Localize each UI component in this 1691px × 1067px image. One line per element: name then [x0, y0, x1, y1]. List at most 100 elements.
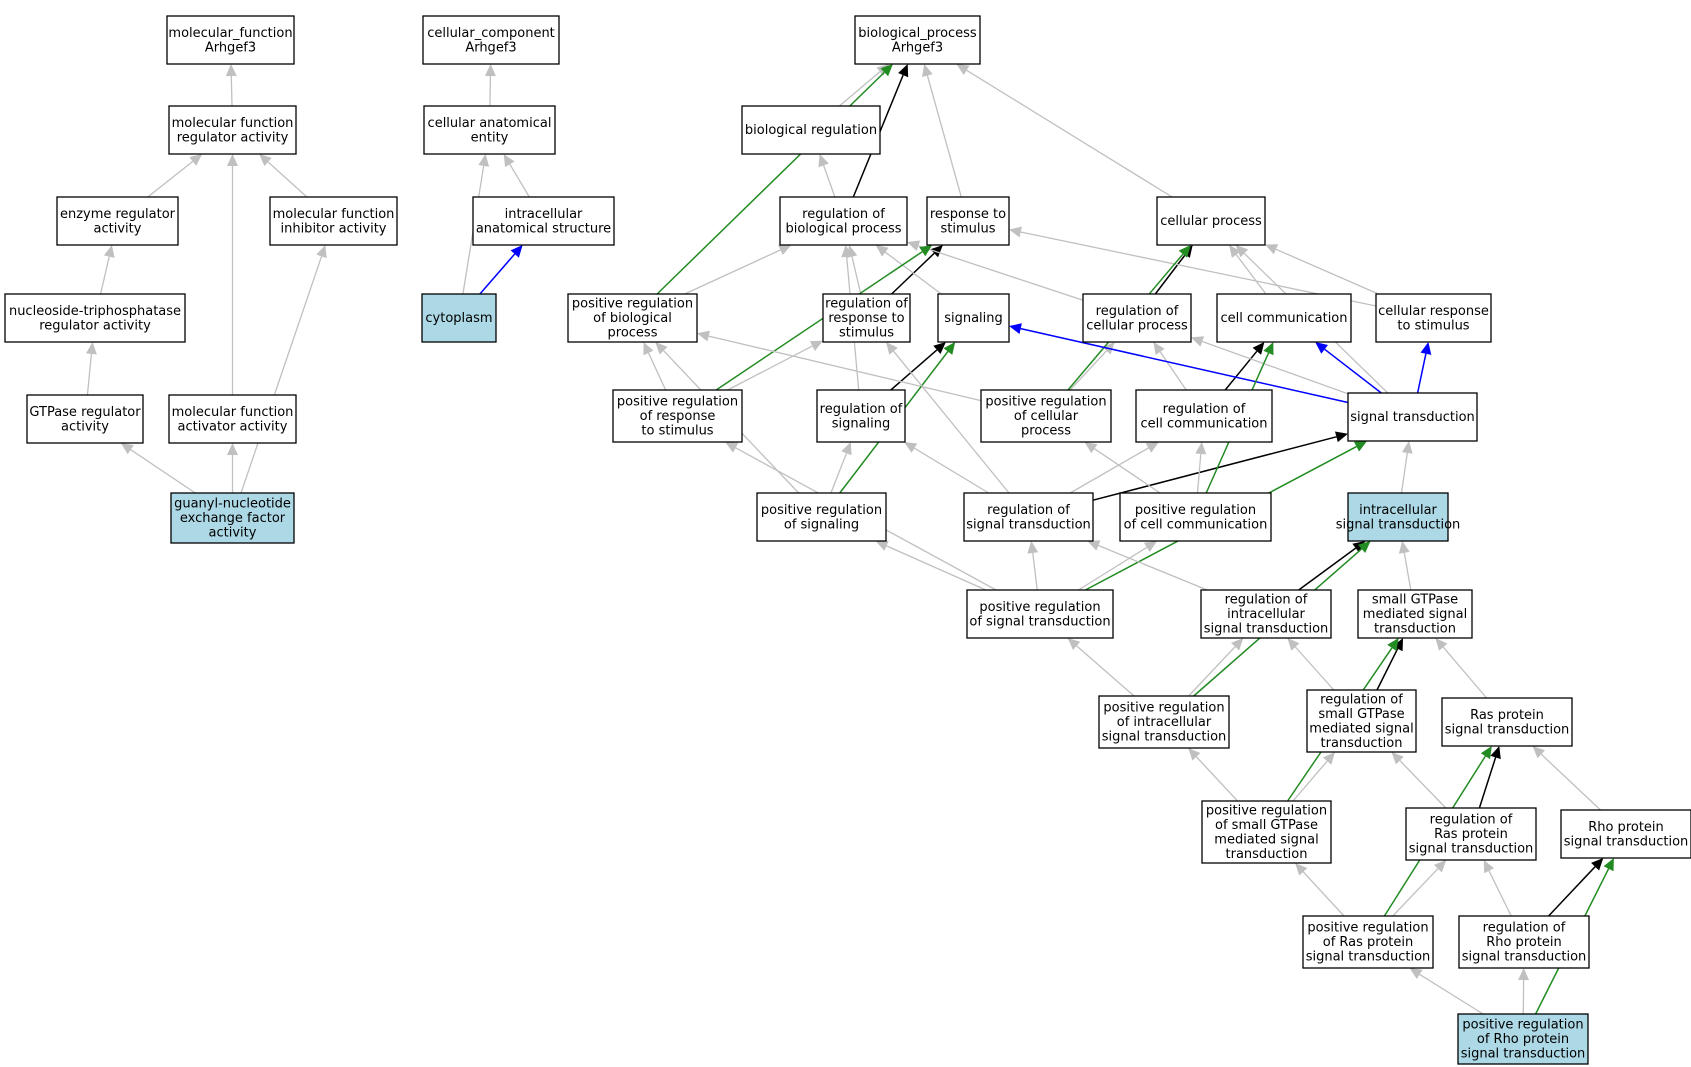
edge-is-a: [1265, 244, 1379, 295]
edge-arrowhead: [503, 154, 515, 168]
edge-line: [489, 75, 492, 107]
node-box: [1098, 695, 1230, 749]
node-box: [741, 105, 881, 155]
edge-line: [1094, 448, 1161, 494]
node-box: [822, 293, 911, 343]
edge-is-a: [99, 245, 115, 295]
edge-arrowhead: [1420, 342, 1432, 355]
edge-line: [914, 447, 990, 494]
edge-is-a: [875, 540, 987, 591]
node-label-line: Ras protein: [1470, 708, 1544, 723]
node-label-line: transduction: [1321, 736, 1403, 751]
go-term-node-signaling[interactable]: signaling: [937, 293, 1010, 343]
edge-is-a: [922, 64, 962, 198]
edge-arrowhead: [943, 342, 956, 355]
edge-arrowhead: [189, 154, 203, 166]
edge-arrowhead: [1490, 746, 1501, 760]
edge-is-a: [259, 154, 308, 198]
edge-line: [884, 251, 942, 295]
node-label-line: signal transduction: [1204, 622, 1329, 637]
edge-is-a: [1532, 746, 1601, 811]
edge-is-a: [503, 154, 530, 198]
edge-part-of: [1315, 342, 1382, 394]
node-box: [1347, 392, 1478, 442]
node-label-line: regulator activity: [177, 130, 289, 145]
go-term-node-bio-reg[interactable]: biological regulation: [741, 105, 881, 155]
edge-line: [1294, 646, 1335, 691]
edge-regulates: [1548, 858, 1604, 917]
node-label-line: regulation of: [1483, 921, 1566, 936]
node-box: [1082, 293, 1192, 343]
edge-line: [1235, 254, 1267, 295]
node-label-line: positive regulation: [979, 600, 1100, 615]
go-term-node-sig-trans[interactable]: signal transduction: [1347, 392, 1478, 442]
edge-regulates: [1092, 431, 1348, 501]
node-box: [966, 589, 1114, 639]
edge-arrowhead: [1353, 441, 1368, 452]
edge-arrowhead: [1323, 752, 1335, 765]
node-box: [4, 293, 186, 343]
edge-line: [727, 345, 813, 391]
go-term-node-cell-proc[interactable]: cellular process: [1156, 196, 1266, 246]
edge-arrowhead: [818, 154, 829, 168]
node-label-line: regulator activity: [39, 318, 151, 333]
node-label-line: signal transduction: [1306, 950, 1431, 965]
go-term-node-cytoplasm[interactable]: cytoplasm: [421, 293, 497, 343]
node-label-line: of biological: [593, 311, 672, 326]
edge-arrowhead: [1398, 541, 1410, 554]
edge-line: [509, 163, 530, 198]
node-label-line: Arhgef3: [465, 40, 516, 55]
edge-is-a: [1287, 638, 1335, 691]
node-box: [1302, 915, 1434, 969]
edge-is-a: [684, 245, 792, 295]
edge-is-a: [697, 330, 982, 402]
go-term-node-cell-comm[interactable]: cell communication: [1216, 293, 1352, 343]
edge-is-a: [1435, 638, 1488, 699]
node-label-line: cell communication: [1140, 416, 1267, 431]
node-label-line: regulation of: [1430, 813, 1513, 828]
edge-arrowhead: [1391, 752, 1404, 765]
node-label-line: regulation of: [987, 503, 1070, 518]
edge-arrowhead: [1591, 858, 1604, 871]
edge-arrowhead: [1231, 638, 1244, 651]
node-label-line: of Ras protein: [1323, 935, 1414, 950]
